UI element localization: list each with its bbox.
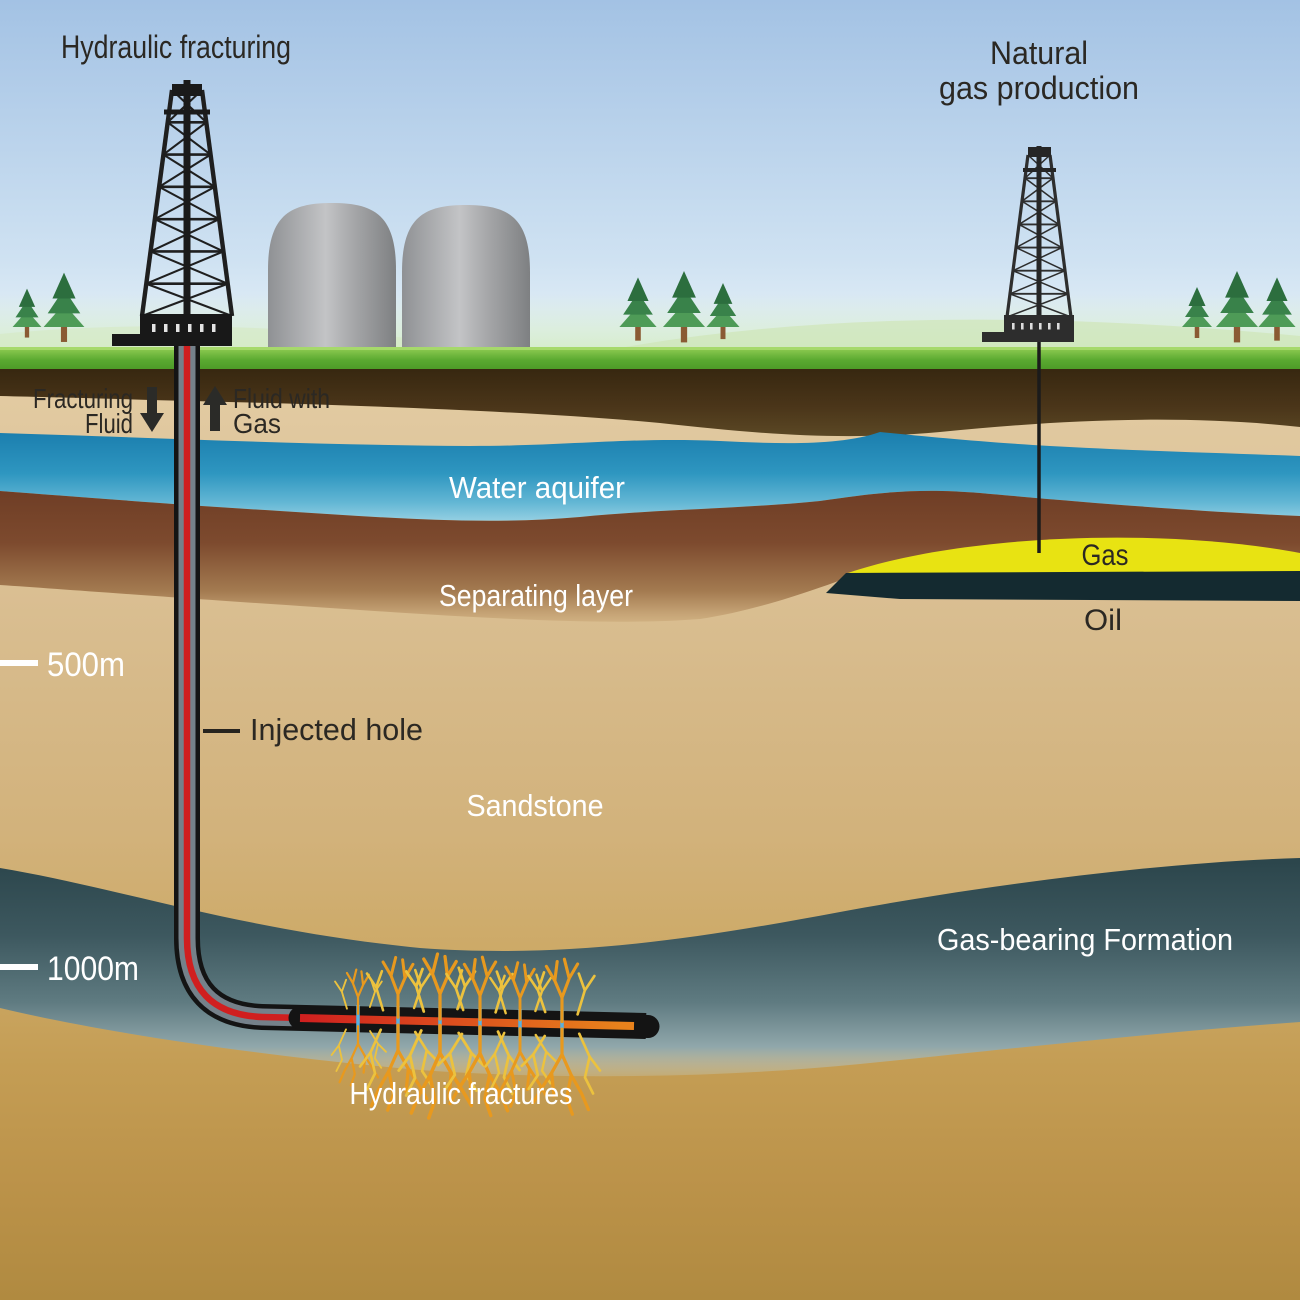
storage-tanks: [268, 203, 530, 347]
fluid-with-gas-label-2: Gas: [233, 408, 281, 439]
hill-right: [620, 319, 1300, 348]
horizontal-core: [299, 1014, 635, 1030]
derrick-base-step: [982, 332, 1008, 342]
separating-layer-band: [0, 490, 1300, 622]
oil-label: Oil: [1084, 604, 1122, 637]
flow-arrows: [140, 386, 227, 432]
water-aquifer-label: Water aquifer: [449, 470, 625, 505]
title-natural-gas-2: gas production: [939, 70, 1139, 106]
depth-500m-label: 500m: [47, 646, 125, 684]
base-markings: [1012, 323, 1060, 330]
oil-layer: [826, 571, 1300, 601]
gas-bearing-formation-label: Gas-bearing Formation: [937, 922, 1233, 957]
water-aquifer-layer: [0, 432, 1300, 521]
down-arrow-icon: [140, 387, 164, 432]
grass-highlight: [0, 347, 1300, 350]
gas-label: Gas: [1082, 539, 1129, 572]
hydraulic-fractures-label: Hydraulic fractures: [350, 1076, 573, 1111]
grass-strip: [0, 347, 1300, 369]
fracturing-fluid-label-2: Fluid: [85, 408, 133, 439]
title-natural-gas-1: Natural: [990, 35, 1088, 71]
sandstone-label: Sandstone: [467, 788, 604, 823]
separating-layer-label: Separating layer: [439, 578, 633, 613]
derrick-base-step: [112, 334, 144, 346]
depth-1000m-label: 1000m: [47, 950, 139, 988]
sky: [0, 0, 1300, 348]
depth-tick-1000: [0, 964, 38, 970]
derrick-crown: [1028, 147, 1051, 157]
up-arrow-icon: [203, 386, 227, 431]
base-markings: [152, 324, 216, 332]
title-hydraulic-fracturing: Hydraulic fracturing: [61, 29, 291, 65]
fracturing-derrick: [112, 80, 235, 346]
storage-tank: [402, 205, 530, 347]
storage-tank: [268, 203, 396, 347]
fracturing-fluid-label-1: Fracturing: [33, 383, 133, 414]
production-derrick: [982, 146, 1074, 342]
topsoil-layer: [0, 365, 1300, 437]
gas-pocket: [845, 537, 1300, 574]
derrick-crown: [172, 84, 202, 96]
injected-hole-label: Injected hole: [250, 712, 423, 747]
fluid-with-gas-label-1: Fluid with: [233, 383, 330, 414]
depth-tick-500: [0, 660, 38, 666]
